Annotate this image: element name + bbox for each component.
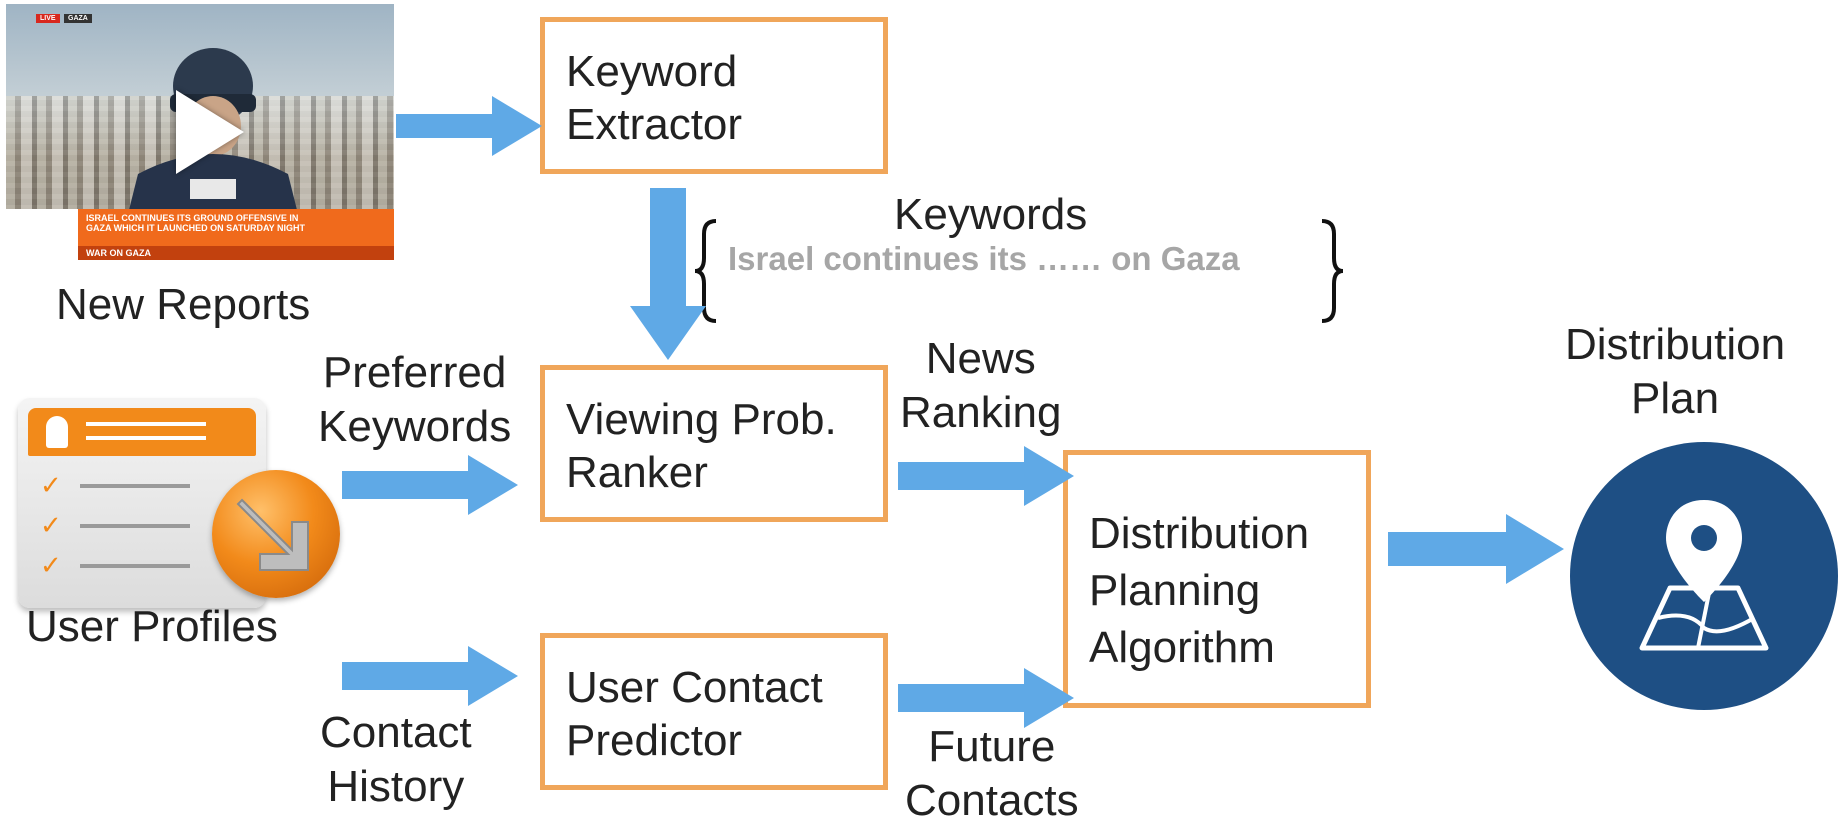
arrow-profiles-to-ranker bbox=[342, 455, 518, 515]
future-contacts-label: Future Contacts bbox=[905, 720, 1079, 827]
arrow-planner-to-plan bbox=[1388, 514, 1564, 584]
keywords-heading: Keywords bbox=[894, 190, 1088, 239]
user-profiles-label: User Profiles bbox=[26, 602, 278, 651]
distribution-planning-line-2: Planning bbox=[1089, 566, 1261, 616]
ticker-line-1: ISRAEL CONTINUES ITS GROUND OFFENSIVE IN bbox=[86, 213, 299, 223]
ticker-line-2: GAZA WHICH IT LAUNCHED ON SATURDAY NIGHT bbox=[86, 223, 305, 234]
ticker-bottom: WAR ON GAZA bbox=[78, 246, 394, 260]
download-arrow-icon bbox=[212, 470, 340, 598]
profile-header-line bbox=[86, 436, 206, 440]
distribution-planning-line-3: Algorithm bbox=[1089, 623, 1275, 673]
viewing-ranker-line-2: Ranker bbox=[566, 447, 708, 497]
distribution-plan-icon bbox=[1570, 442, 1838, 710]
profile-header bbox=[28, 408, 256, 456]
left-brace-icon bbox=[694, 219, 717, 323]
news-ranking-line-2: Ranking bbox=[900, 387, 1062, 437]
avatar-icon bbox=[46, 416, 68, 448]
preferred-keywords-label: Preferred Keywords bbox=[318, 346, 511, 453]
viewing-ranker-line-1: Viewing Prob. bbox=[566, 395, 837, 444]
play-icon[interactable] bbox=[176, 90, 244, 174]
location-badge: GAZA bbox=[64, 14, 92, 23]
map-pin-icon bbox=[1639, 500, 1769, 651]
live-badge: LIVE bbox=[36, 14, 60, 23]
list-line bbox=[80, 484, 190, 488]
list-line bbox=[80, 524, 190, 528]
check-icon: ✓ bbox=[40, 470, 62, 500]
arrow-extractor-to-ranker bbox=[630, 188, 706, 360]
distribution-planning-line-1: Distribution bbox=[1089, 509, 1310, 558]
future-contacts-line-2: Contacts bbox=[905, 775, 1079, 825]
news-ticker: ISRAEL CONTINUES ITS GROUND OFFENSIVE IN… bbox=[6, 209, 394, 260]
viewing-ranker-box: Viewing Prob. Ranker bbox=[540, 365, 888, 522]
profile-header-line bbox=[86, 422, 206, 426]
distribution-plan-label: Distribution Plan bbox=[1565, 318, 1785, 425]
preferred-keywords-line-2: Keywords bbox=[318, 401, 512, 451]
keyword-extractor-label: Keyword Extractor bbox=[566, 46, 742, 152]
future-contacts-line-1: Future bbox=[928, 722, 1056, 771]
down-right-arrow-icon bbox=[236, 498, 309, 571]
channel-logo-icon bbox=[6, 209, 78, 260]
keyword-extractor-box: Keyword Extractor bbox=[540, 17, 888, 174]
contact-predictor-line-1: User Contact bbox=[566, 663, 823, 712]
distribution-planning-box: Distribution Planning Algorithm bbox=[1063, 450, 1371, 708]
arrow-ranker-to-planner bbox=[898, 446, 1074, 506]
contact-history-line-2: History bbox=[327, 761, 465, 811]
news-video-thumbnail[interactable]: LIVE GAZA ISRAEL CONTINUES ITS GROUND OF… bbox=[6, 4, 394, 260]
ticker-text: ISRAEL CONTINUES ITS GROUND OFFENSIVE IN… bbox=[86, 213, 305, 234]
contact-predictor-box: User Contact Predictor bbox=[540, 633, 888, 790]
keyword-extractor-line-1: Keyword bbox=[566, 47, 738, 96]
news-ranking-label: News Ranking bbox=[900, 332, 1061, 439]
arrow-predictor-to-planner bbox=[898, 668, 1074, 728]
contact-predictor-label: User Contact Predictor bbox=[566, 662, 823, 768]
arrow-video-to-extractor bbox=[396, 96, 542, 156]
preferred-keywords-line-1: Preferred bbox=[322, 348, 507, 397]
new-reports-label: New Reports bbox=[56, 280, 311, 329]
keyword-extractor-line-2: Extractor bbox=[566, 99, 743, 149]
check-icon: ✓ bbox=[40, 550, 62, 580]
check-icon: ✓ bbox=[40, 510, 62, 540]
arrow-history-to-predictor bbox=[342, 646, 518, 706]
keywords-example: Israel continues its …… on Gaza bbox=[728, 240, 1240, 277]
distribution-plan-line-2: Plan bbox=[1631, 373, 1720, 423]
distribution-planning-label: Distribution Planning Algorithm bbox=[1089, 505, 1309, 677]
news-ranking-line-1: News bbox=[925, 334, 1036, 383]
distribution-plan-line-1: Distribution bbox=[1565, 320, 1786, 369]
contact-history-line-1: Contact bbox=[320, 708, 472, 757]
right-brace-icon bbox=[1321, 219, 1344, 323]
list-line bbox=[80, 564, 190, 568]
contact-predictor-line-2: Predictor bbox=[566, 715, 743, 765]
contact-history-label: Contact History bbox=[320, 706, 472, 813]
viewing-ranker-label: Viewing Prob. Ranker bbox=[566, 394, 837, 500]
